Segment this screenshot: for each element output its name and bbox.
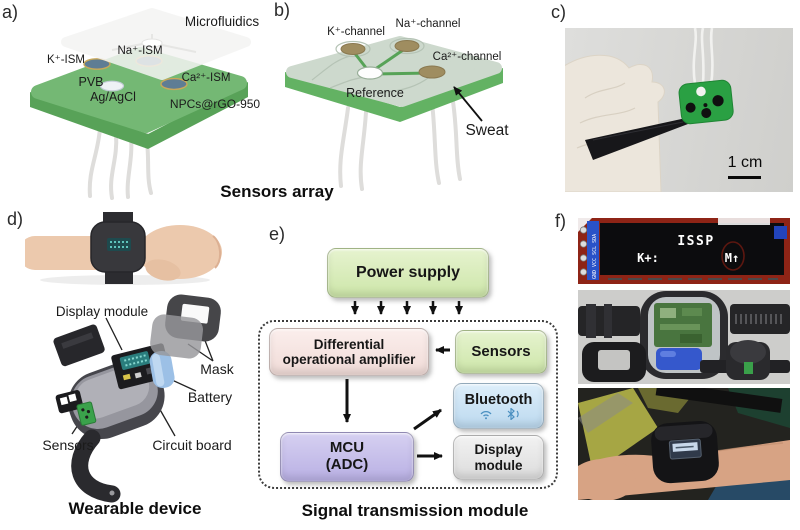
plate-top [286, 36, 502, 107]
amplifier-line2: operational amplifier [282, 352, 416, 367]
sweat-arrow [453, 86, 483, 122]
plate-wires [338, 93, 462, 191]
panel-e-letter: e) [269, 224, 286, 244]
na-channel-label: Na⁺-channel [395, 18, 461, 30]
mask-label: Mask [200, 361, 234, 377]
disassembled-watch-photo [578, 290, 790, 384]
patch-wires [692, 28, 714, 86]
ca-ism-label: Ca²⁺-ISM [181, 72, 231, 84]
mask-piece [582, 342, 646, 382]
bluetooth-box: Bluetooth [453, 383, 544, 429]
wrist-watch-photo-art [25, 212, 222, 285]
worn-device-photo [578, 388, 790, 500]
mcu-line2: (ADC) [325, 456, 369, 473]
watch-strap-upper [53, 324, 105, 367]
battery-label: Battery [187, 389, 233, 405]
panel-d-letter: d) [7, 209, 24, 229]
bluetooth-icon [507, 408, 519, 421]
display-module-line1: Display [474, 442, 523, 458]
display-module-box: Display module [453, 435, 544, 480]
display-module-line2: module [474, 457, 523, 473]
tweezers [585, 118, 688, 160]
microfluidics-label: Microfluidics [184, 14, 260, 29]
sensor-array-3d-illustration [30, 8, 251, 200]
ca-channel-label: Ca²⁺-channel [432, 51, 502, 63]
gloved-hand [565, 54, 665, 192]
k-ism-label: K⁺-ISM [46, 54, 86, 66]
scale-bar [728, 176, 761, 179]
etched-channels [311, 37, 429, 93]
worn-device-photo-art [578, 388, 790, 500]
sensor-chip-parts [55, 390, 97, 426]
oled-display-photo: GND VCC SCL SDA ISSP K+: M↑ [578, 218, 790, 284]
mcu-box: MCU (ADC) [280, 432, 414, 482]
channel-plate-3d-illustration [285, 36, 503, 191]
k-channel-label: K⁺-channel [327, 26, 385, 38]
disassembled-watch-photo-art [578, 291, 790, 382]
mask-parts [150, 294, 221, 359]
wrist-watch-photo [25, 210, 235, 286]
sweat-label: Sweat [465, 122, 509, 139]
worn-watch [90, 212, 146, 284]
ag-agcl-label: Ag/AgCl [90, 90, 136, 104]
oled-display-photo-art: GND VCC SCL SDA ISSP K+: M↑ [578, 218, 790, 284]
wifi-icon [480, 411, 491, 420]
signal-module-dashed-border [258, 320, 558, 489]
sensors-box: Sensors [455, 330, 547, 374]
strap-pin [109, 490, 115, 496]
panel-c-letter: c) [551, 2, 566, 22]
oled-value-text: M↑ [725, 251, 739, 265]
bluetooth-box-icons [480, 408, 519, 421]
open-watch-case [640, 291, 728, 379]
pin-labels-text: GND VCC SCL SDA [592, 234, 598, 279]
sensors-label: Sensors [42, 437, 94, 453]
amplifier-box: Differential operational amplifier [269, 328, 429, 376]
display-module-label: Display module [55, 304, 149, 319]
sensor-patch-photo: 1 cm [565, 28, 793, 192]
reference-label: Reference [346, 86, 404, 100]
microfluidic-sheet [61, 8, 251, 80]
power-supply-box: Power supply [327, 248, 489, 298]
na-ism-label: Na⁺-ISM [117, 45, 163, 57]
watch-strap-lower [71, 429, 121, 503]
npcs-label: NPCs@rGO-950 [169, 97, 261, 111]
pin-header: GND VCC SCL SDA [579, 221, 599, 280]
exploded-watch-illustration [53, 294, 221, 503]
amplifier-line1: Differential [313, 336, 385, 352]
oled-ion-text: K+: [637, 251, 659, 265]
annotation-circle [721, 241, 745, 271]
scale-bar-label: 1 cm [727, 154, 763, 171]
flowchart-arrows [343, 301, 463, 460]
panel-a-letter: a) [2, 2, 19, 22]
assembled-watch-side [700, 340, 790, 380]
sensors-box-label: Sensors [471, 342, 531, 360]
bluetooth-label: Bluetooth [464, 391, 533, 408]
circuit-board-label: Circuit board [152, 437, 232, 453]
signal-transmission-caption: Signal transmission module [301, 501, 529, 520]
oled-title-text: ISSP [677, 234, 714, 249]
mcu-line1: MCU [329, 439, 365, 457]
wearable-device-caption: Wearable device [68, 499, 202, 518]
board-side [30, 82, 248, 149]
watch-straps [578, 304, 790, 338]
battery-part [149, 350, 175, 389]
pvb-label: PVB [78, 75, 104, 89]
green-sensor-patch [678, 79, 734, 125]
panel-f-letter: f) [555, 211, 566, 231]
worn-device [651, 420, 719, 484]
sensors-array-caption: Sensors array [220, 182, 334, 201]
power-supply-label: Power supply [355, 264, 461, 282]
channel-openings [340, 40, 446, 80]
sensor-patch-photo-art [565, 28, 734, 192]
panel-b-letter: b) [274, 0, 291, 20]
oled-screen [600, 223, 784, 275]
pcb-component [774, 226, 787, 239]
